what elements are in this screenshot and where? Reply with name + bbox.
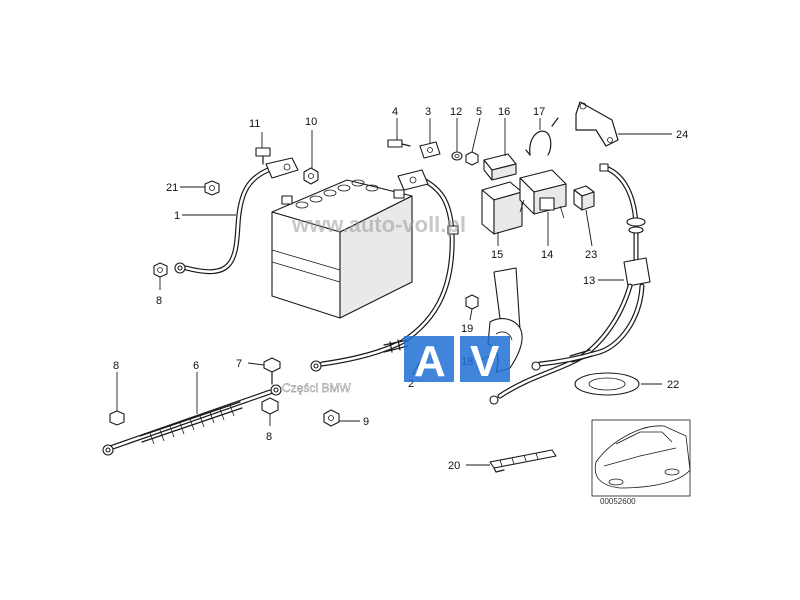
battery (271, 179, 413, 319)
watermark-site: www.auto-voll.pl (291, 212, 466, 237)
callout-4: 4 (392, 106, 398, 118)
callout-12: 12 (450, 106, 462, 118)
callout-15: 15 (491, 249, 503, 261)
callout-5: 5 (476, 106, 482, 118)
callout-8-left: 8 (113, 360, 119, 372)
callout-16: 16 (498, 106, 510, 118)
small-nut (465, 151, 479, 166)
callout-10: 10 (305, 116, 317, 128)
callout-8-bottom: 8 (266, 431, 272, 443)
flange-nut (323, 409, 340, 427)
bracket-nut (465, 294, 479, 310)
car-thumbnail (591, 419, 691, 497)
callout-17: 17 (533, 106, 545, 118)
cable-nut (153, 262, 168, 278)
terminal-nut (303, 167, 319, 185)
callout-11: 11 (249, 118, 260, 130)
leader-lines (116, 117, 672, 466)
starter-cable-harness (489, 163, 651, 405)
fuse-housing (481, 181, 523, 235)
positive-battery-cable (310, 169, 459, 372)
strap-nut-right (261, 397, 279, 415)
logo-letter-a: A (414, 337, 446, 386)
callout-13: 13 (583, 275, 595, 287)
callout-19: 19 (461, 323, 473, 335)
terminal-clamp (419, 141, 441, 159)
hex-nut (204, 180, 220, 196)
callout-8: 8 (156, 295, 162, 307)
callout-2: 2 (408, 378, 414, 390)
logo-letter-v: V (470, 337, 500, 386)
callout-20: 20 (448, 460, 460, 472)
watermark-caption: Części BMW (282, 381, 351, 395)
negative-battery-cable (174, 157, 299, 275)
washer (451, 151, 463, 161)
callout-14: 14 (541, 249, 553, 261)
callout-23: 23 (585, 249, 597, 261)
callout-9: 9 (363, 416, 369, 428)
ground-strap (102, 384, 282, 456)
callout-7: 7 (236, 358, 242, 370)
terminal-bolt (255, 147, 271, 165)
callout-3: 3 (425, 106, 431, 118)
cable-bracket (575, 101, 619, 147)
fuse-strip (489, 449, 557, 473)
callout-6: 6 (193, 360, 199, 372)
sealing-ring (574, 372, 640, 396)
cable-clip (525, 117, 559, 156)
strap-nut-left (109, 410, 125, 426)
diagram-code: 00052600 (600, 497, 636, 506)
callout-1: 1 (174, 210, 180, 222)
watermark-logo: A V (404, 336, 510, 386)
terminal-cover (483, 153, 517, 181)
relay-bracket (519, 169, 567, 219)
callout-24: 24 (676, 129, 688, 141)
callout-22: 22 (667, 379, 679, 391)
mounting-bolt (263, 357, 281, 385)
terminal-screw (387, 139, 411, 148)
callout-21: 21 (166, 182, 178, 194)
rubber-block (573, 185, 595, 211)
